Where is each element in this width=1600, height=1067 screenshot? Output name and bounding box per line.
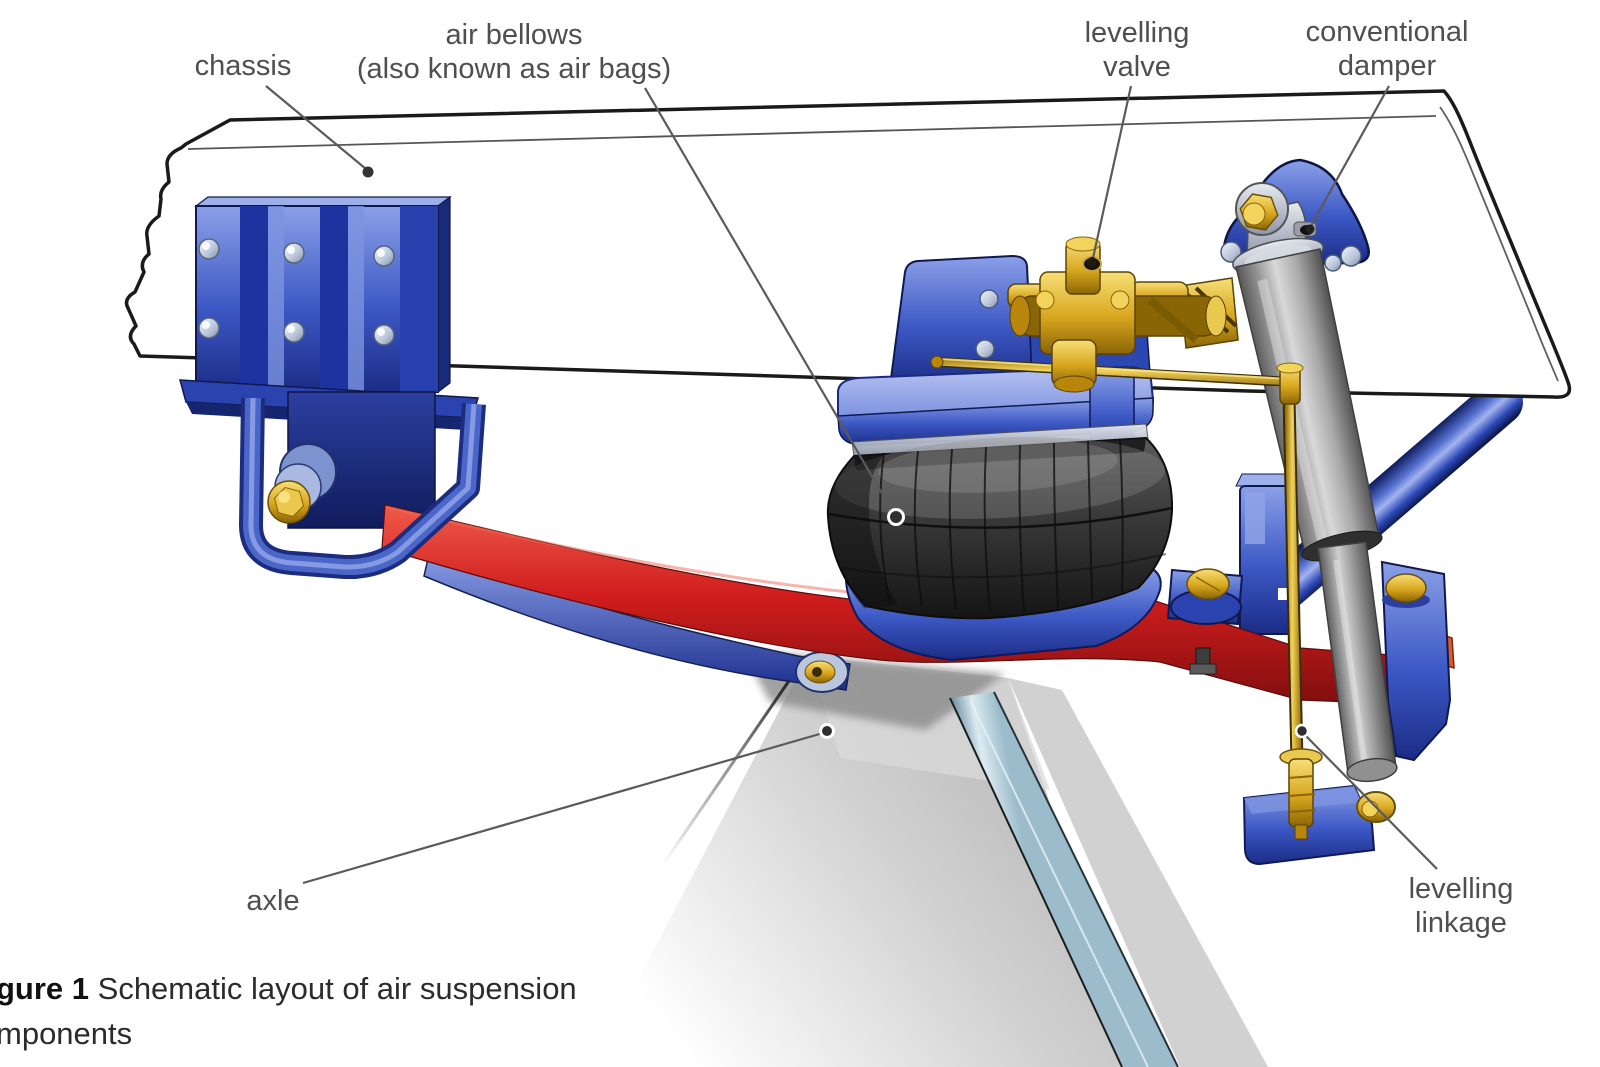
valve-rod [930, 355, 1293, 387]
air-bellows-illustration [826, 254, 1174, 662]
cross-tube [1245, 379, 1523, 625]
label-levelling-linkage: levelling linkage [1408, 873, 1514, 939]
hanger-bracket-illustration [179, 195, 479, 529]
levelling-valve-illustration [1007, 236, 1239, 393]
chassis-end-inner-edge [1439, 106, 1559, 382]
leader-dots [362, 166, 1315, 739]
chassis-top-inner-edge [187, 115, 1437, 150]
bellows-bracket [888, 254, 1034, 388]
axle-steel-strip [950, 692, 1178, 1067]
linkage-top-fitting [1276, 362, 1304, 405]
leader-chassis [265, 85, 367, 170]
leader-air-bellows [644, 87, 895, 515]
axle-seat-clamps [1166, 560, 1452, 762]
hanger-strap-illustration [239, 397, 486, 580]
leader-axle [302, 731, 824, 885]
linkage-illustration [1279, 397, 1323, 840]
clamp-bolt-right [1385, 573, 1427, 603]
caption-line1: gure 1 Schematic layout of air suspensio… [0, 971, 577, 1006]
label-air-bellows: air bellows (also known as air bags) [356, 19, 672, 85]
leader-levelling-valve [1091, 85, 1133, 259]
label-conventional-damper: conventional damper [1305, 16, 1469, 82]
damper-pin [1235, 182, 1289, 236]
linkage-lower-fitting [1288, 758, 1314, 828]
label-chassis-text: chassis [194, 50, 292, 82]
foot-plate-illustration [1242, 784, 1396, 866]
leader-levelling-linkage [1304, 734, 1438, 870]
label-chassis: chassis [195, 49, 292, 83]
bracket-bolts [198, 238, 395, 346]
label-axle: axle [246, 885, 300, 917]
figure-caption: gure 1 Schematic layout of air suspensio… [0, 966, 577, 1056]
label-levelling-valve: levelling valve [1084, 17, 1190, 83]
damper-illustration [1232, 201, 1398, 783]
axle-illustration [592, 650, 1268, 1067]
bellows-ring [851, 423, 1149, 457]
caption-line2: mponents [0, 1016, 133, 1051]
leader-conventional-damper [1310, 85, 1390, 227]
axle-front-edge [660, 655, 808, 867]
leader-lines [265, 85, 1438, 885]
